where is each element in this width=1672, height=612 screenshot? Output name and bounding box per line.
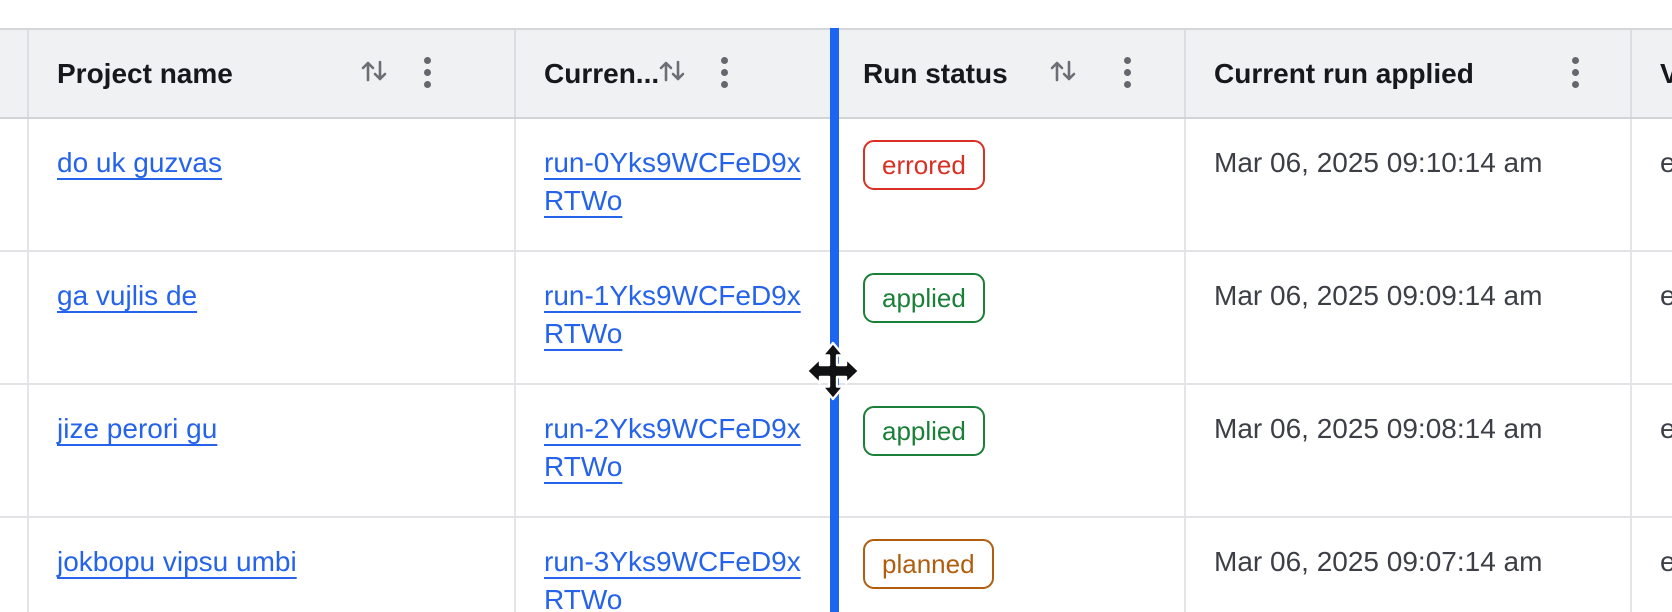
current-run-applied-cell: Mar 06, 2025 09:10:14 am — [1186, 119, 1632, 252]
run-link[interactable]: run-0Yks9WCFeD9xRTWo — [544, 147, 801, 216]
project-name-cell: do uk guzvas — [29, 119, 516, 252]
header-cell-clipped-column[interactable]: V — [1632, 30, 1672, 117]
current-run-applied-cell: Mar 06, 2025 09:07:14 am — [1186, 518, 1632, 612]
run-status-cell: planned — [835, 518, 1186, 612]
column-label-run-status: Run status — [863, 57, 1008, 89]
timestamp-text: Mar 06, 2025 09:08:14 am — [1214, 413, 1543, 444]
clipped-cell-text: e — [1660, 147, 1672, 178]
column-label-project-name: Project name — [57, 57, 233, 89]
clipped-cell-text: e — [1660, 413, 1672, 444]
sort-icon[interactable] — [656, 55, 688, 87]
run-link[interactable]: run-3Yks9WCFeD9xRTWo — [544, 546, 801, 612]
project-link[interactable]: jize perori gu — [57, 413, 218, 444]
header-cell-current-run-applied[interactable]: Current run applied — [1186, 30, 1632, 117]
kebab-menu-icon[interactable] — [717, 57, 731, 88]
row-gutter-cell — [0, 252, 29, 385]
run-status-cell: errored — [835, 119, 1186, 252]
run-status-cell: applied — [835, 385, 1186, 518]
project-link[interactable]: ga vujlis de — [57, 280, 198, 311]
header-cell-project-name[interactable]: Project name — [29, 30, 516, 117]
column-resize-indicator-line[interactable] — [830, 28, 839, 612]
row-gutter-cell — [0, 385, 29, 518]
timestamp-text: Mar 06, 2025 09:09:14 am — [1214, 280, 1543, 311]
status-badge: planned — [863, 539, 994, 589]
clipped-cell-text: e — [1660, 280, 1672, 311]
column-label-current-run: Curren... — [544, 57, 660, 89]
clipped-column-cell: e — [1632, 252, 1672, 385]
header-cell-gutter — [0, 30, 29, 117]
project-name-cell: jokbopu vipsu umbi — [29, 518, 516, 612]
sort-icon[interactable] — [358, 55, 390, 87]
project-name-cell: ga vujlis de — [29, 252, 516, 385]
column-resize-move-cursor-icon — [802, 340, 864, 407]
row-gutter-cell — [0, 518, 29, 612]
run-status-cell: applied — [835, 252, 1186, 385]
status-badge: applied — [863, 406, 985, 456]
clipped-cell-text: e — [1660, 546, 1672, 577]
status-badge: applied — [863, 273, 985, 323]
kebab-menu-icon[interactable] — [1120, 57, 1134, 88]
current-run-cell: run-2Yks9WCFeD9xRTWo — [516, 385, 835, 518]
column-label-clipped: V — [1660, 57, 1672, 89]
header-cell-run-status[interactable]: Run status — [835, 30, 1186, 117]
column-label-current-run-applied: Current run applied — [1214, 57, 1474, 89]
clipped-column-cell: e — [1632, 518, 1672, 612]
header-cell-current-run[interactable]: Curren... — [516, 30, 835, 117]
run-link[interactable]: run-2Yks9WCFeD9xRTWo — [544, 413, 801, 482]
current-run-applied-cell: Mar 06, 2025 09:08:14 am — [1186, 385, 1632, 518]
timestamp-text: Mar 06, 2025 09:10:14 am — [1214, 147, 1543, 178]
current-run-applied-cell: Mar 06, 2025 09:09:14 am — [1186, 252, 1632, 385]
kebab-menu-icon[interactable] — [420, 57, 434, 88]
project-link[interactable]: do uk guzvas — [57, 147, 222, 178]
timestamp-text: Mar 06, 2025 09:07:14 am — [1214, 546, 1543, 577]
sort-icon[interactable] — [1047, 55, 1079, 87]
current-run-cell: run-0Yks9WCFeD9xRTWo — [516, 119, 835, 252]
current-run-cell: run-3Yks9WCFeD9xRTWo — [516, 518, 835, 612]
kebab-menu-icon[interactable] — [1568, 57, 1582, 88]
clipped-column-cell: e — [1632, 385, 1672, 518]
row-gutter-cell — [0, 119, 29, 252]
project-name-cell: jize perori gu — [29, 385, 516, 518]
current-run-cell: run-1Yks9WCFeD9xRTWo — [516, 252, 835, 385]
run-link[interactable]: run-1Yks9WCFeD9xRTWo — [544, 280, 801, 349]
clipped-column-cell: e — [1632, 119, 1672, 252]
project-link[interactable]: jokbopu vipsu umbi — [57, 546, 297, 577]
status-badge: errored — [863, 140, 985, 190]
